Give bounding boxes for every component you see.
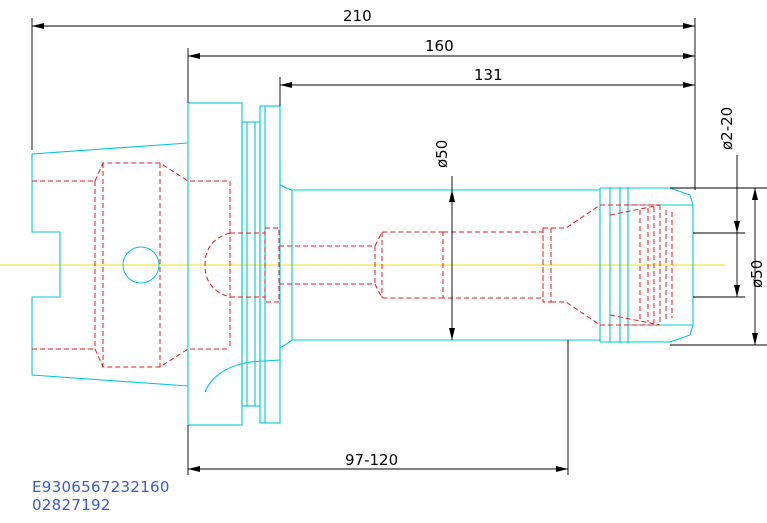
dimension-lines bbox=[31, 18, 767, 475]
dim-flange-to-tip: 160 bbox=[425, 37, 454, 55]
hidden-lines bbox=[32, 162, 673, 368]
tool-holder-outline bbox=[31, 102, 694, 426]
dim-nose-diameter: ø50 bbox=[748, 260, 766, 288]
dim-shank-length: 131 bbox=[474, 66, 503, 84]
dim-gauge-length: 97-120 bbox=[345, 451, 398, 469]
part-code-line-1: E9306567232160 bbox=[32, 478, 170, 496]
dim-body-diameter: ø50 bbox=[433, 140, 451, 168]
part-code-line-2: 02827192 bbox=[32, 496, 111, 514]
dim-clamp-range: ø2-20 bbox=[718, 107, 736, 150]
dim-overall-length: 210 bbox=[343, 7, 372, 25]
